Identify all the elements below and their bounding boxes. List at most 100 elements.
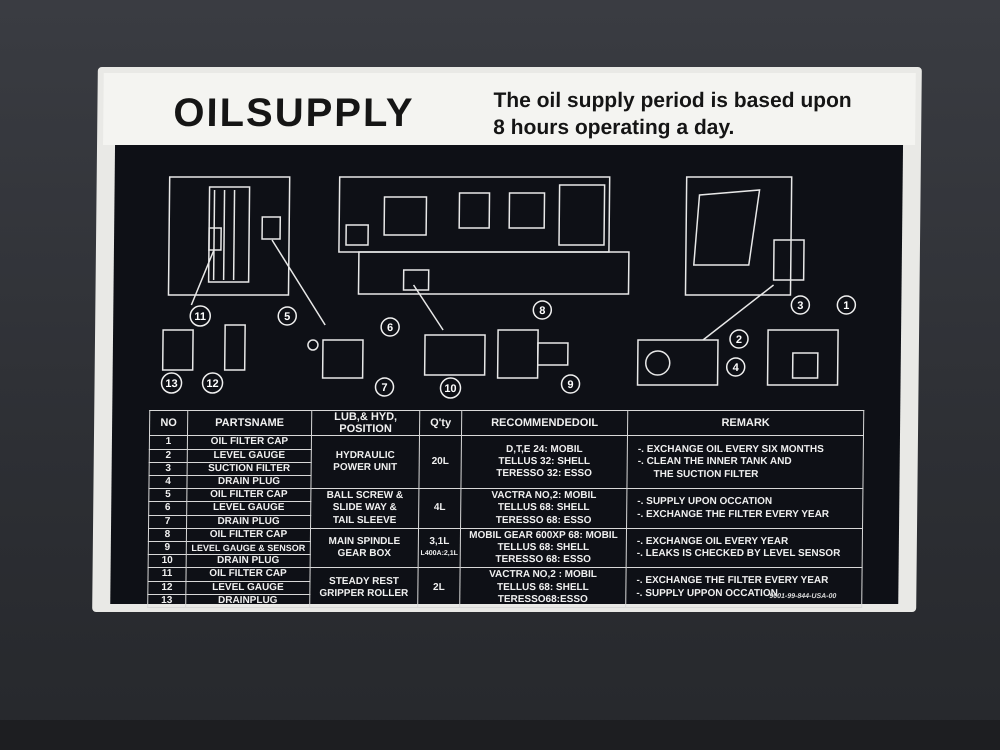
row-partname: LEVEL GAUGE [185,581,310,595]
row-partname: LEVEL GAUGE & SENSOR [186,541,311,555]
row-no: 11 [147,567,187,582]
remark-line: -. LEAKS IS CHECKED BY LEVEL SENSOR [636,548,841,560]
position-line: STEADY REST [328,575,399,587]
spindle-gearbox [423,329,569,379]
row-partname: OIL FILTER CAP [187,435,312,450]
row-partname: OIL FILTER CAP [186,488,311,502]
machine-illustrations: 1 2 3 4 5 6 7 8 9 10 11 12 13 [160,176,857,399]
remark-line: -. EXCHANGE OIL EVERY SIX MONTHS [637,443,824,455]
position-line: SLIDE WAY & [332,502,397,514]
lathe-front-view [338,176,630,331]
callout-2: 2 [729,329,749,349]
remark-cell: -. EXCHANGE THE FILTER EVERY YEAR-. SUPP… [625,567,863,608]
row-partname: DRAIN PLUG [186,515,311,529]
svg-text:13: 13 [165,378,177,390]
row-partname: OIL FILTER CAP [185,567,311,582]
oil-supply-table: NO PARTSNAME LUB,& HYD, POSITION Q'ty RE… [147,410,864,608]
oil-line: D,T,E 24: MOBIL [505,444,583,455]
callout-13: 13 [160,372,183,394]
svg-text:10: 10 [444,383,456,395]
svg-text:6: 6 [387,322,393,334]
header-partsname: PARTSNAME [187,410,312,436]
oil-line: TERESSO 32: ESSO [496,468,592,480]
callout-5: 5 [277,306,297,326]
row-no: 2 [149,449,188,463]
remark-line: -. EXCHANGE THE FILTER EVERY YEAR [636,575,829,587]
row-no: 5 [148,488,187,502]
callout-12: 12 [201,372,224,394]
row-partname: LEVEL GAUGE [187,449,312,463]
svg-text:1: 1 [843,300,849,312]
plate-note: The oil supply period is based upon 8 ho… [493,87,852,141]
machine-side-view-left [167,176,326,326]
diagram-and-table-area: 1 2 3 4 5 6 7 8 9 10 11 12 13 NO PARTSNA… [110,145,904,608]
header-no: NO [149,410,188,436]
callout-8: 8 [532,300,553,320]
row-no: 6 [148,501,187,516]
remark-line: -. EXCHANGE OIL EVERY YEAR [636,535,789,547]
svg-text:4: 4 [733,362,740,374]
oil-line: TELLUS 32: SHELL [498,456,591,468]
callout-9: 9 [560,374,581,394]
svg-text:9: 9 [567,379,573,391]
plate-title: OILSUPPLY [173,91,415,135]
table-row: 5 OIL FILTER CAP BALL SCREW &SLIDE WAY &… [148,488,863,529]
qty-cell: 2L [417,567,461,608]
oil-line: TERESSO 68: ESSO [495,514,592,526]
remark-line: -. CLEAN THE INNER TANK AND [637,456,792,468]
svg-text:11: 11 [194,311,206,323]
qty-cell: 4L [418,488,461,529]
remark-line: -. EXCHANGE THE FILTER EVERY YEAR [637,508,830,520]
row-no: 13 [147,594,186,608]
callout-10: 10 [439,377,462,399]
note-line-2: 8 hours operating a day. [493,116,735,139]
remark-cell: -. SUPPLY UPON OCCATION-. EXCHANGE THE F… [626,488,863,529]
position-line: GEAR BOX [337,548,391,560]
position-line: GRIPPER ROLLER [319,587,409,599]
callout-6: 6 [380,317,400,337]
oil-line: TELLUS 68: SHELL [497,502,590,514]
row-partname: DRAIN PLUG [186,475,312,489]
row-partname: OIL FILTER CAP [186,528,311,542]
row-no: 8 [148,528,187,542]
svg-text:2: 2 [736,334,742,346]
svg-text:12: 12 [206,378,218,390]
callout-11: 11 [189,305,211,327]
row-partname: DRAINPLUG [185,594,310,608]
row-no: 7 [148,515,187,529]
table-header-row: NO PARTSNAME LUB,& HYD, POSITION Q'ty RE… [149,410,864,436]
position-line: TAIL SLEEVE [332,514,397,526]
svg-text:7: 7 [381,382,387,394]
oil-line: MOBIL GEAR 600XP 68: MOBIL [469,529,618,541]
remark-cell: -. EXCHANGE OIL EVERY YEAR-. LEAKS IS CH… [626,528,863,568]
remark-line: THE SUCTION FILTER [653,468,759,480]
svg-text:8: 8 [539,305,545,317]
oil-line: TELLUS 68: SHELL [497,542,590,554]
remark-line: -. SUPPLY UPON OCCATION [637,496,773,508]
row-no: 9 [148,541,187,555]
header-qty: Q'ty [419,410,462,436]
svg-text:3: 3 [797,300,803,312]
qty-cell: 20L [418,435,462,489]
callout-3: 3 [790,295,811,315]
position-line: HYDRAULIC [335,450,395,462]
remark-cell: -. EXCHANGE OIL EVERY SIX MONTHS-. CLEAN… [626,435,864,489]
callout-4: 4 [725,357,746,377]
row-no: 1 [149,435,188,450]
panel-bottom-edge [0,720,1000,750]
plate-header: OILSUPPLY The oil supply period is based… [103,73,916,145]
row-no: 3 [149,462,188,476]
position-line: BALL SCREW & [326,490,404,502]
svg-text:5: 5 [284,311,290,323]
oil-supply-plate: OILSUPPLY The oil supply period is based… [92,67,922,612]
